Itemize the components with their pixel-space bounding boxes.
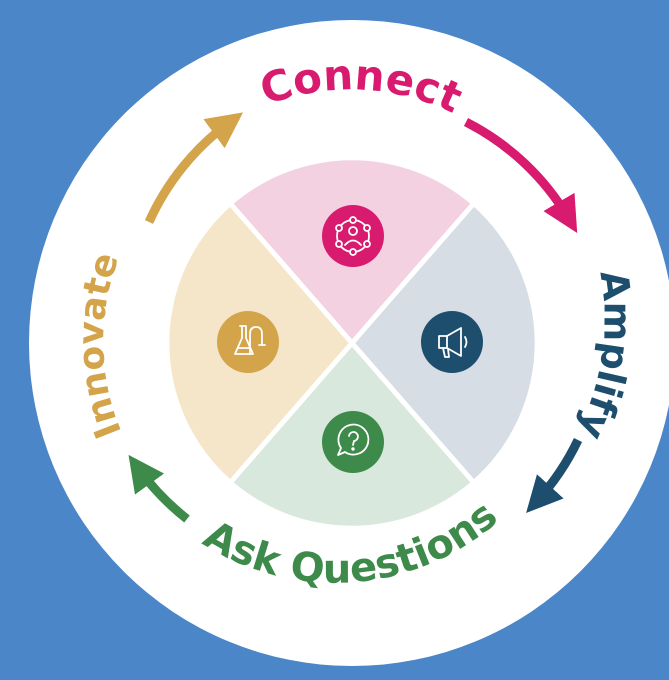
arrow-ask-questions-to-innovate	[128, 454, 190, 523]
arrow-innovate-to-connect	[144, 112, 244, 224]
megaphone-icon	[421, 311, 483, 373]
quadrant-dividers	[227, 200, 477, 486]
arrow-amplify-to-ask-questions	[526, 438, 583, 513]
arrow-connect-to-amplify	[463, 117, 578, 233]
question-bubble-icon	[322, 411, 384, 473]
network-people-icon	[322, 205, 384, 267]
lab-flask-icon	[217, 311, 279, 373]
